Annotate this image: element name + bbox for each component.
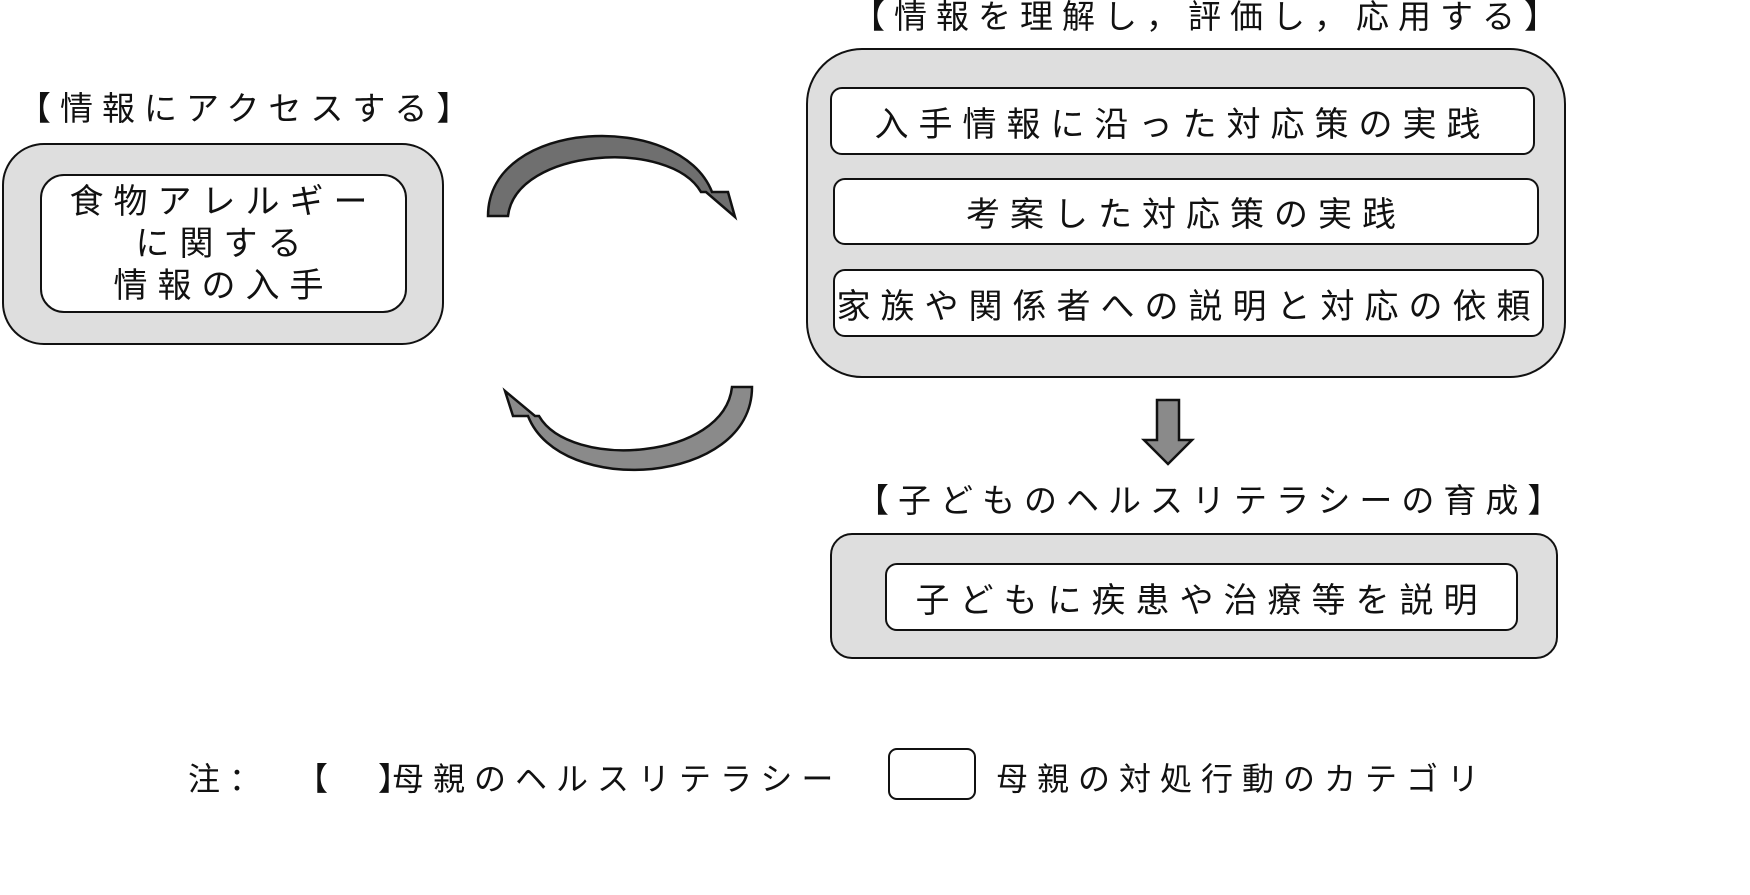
understand-action-box-1: 入手情報に沿った対応策の実践 <box>830 87 1535 155</box>
curved-arrow-to-access <box>502 385 754 472</box>
legend-box-meaning: 母親の対処行動のカテゴリ <box>996 760 1489 798</box>
curved-arrow-to-understand <box>486 134 738 221</box>
access-action-line-1: 食物アレルギー <box>69 181 378 222</box>
access-action-line-2: に関する <box>135 223 312 264</box>
legend-box-sample <box>888 748 976 800</box>
access-action-box: 食物アレルギー に関する 情報の入手 <box>40 174 407 313</box>
legend-bracket-meaning: 母親のヘルスリテラシー <box>392 760 843 798</box>
down-arrow <box>1140 398 1196 466</box>
child-action-box: 子どもに疾患や治療等を説明 <box>885 563 1518 631</box>
legend-note: 注： <box>188 760 271 798</box>
access-category-label: 【情報にアクセスする】 <box>18 89 479 128</box>
legend-bracket-symbol: 【 】 <box>296 760 420 798</box>
access-action-line-3: 情報の入手 <box>113 265 334 306</box>
understand-action-box-2: 考案した対応策の実践 <box>833 178 1539 245</box>
understand-category-label: 【情報を理解し，評価し，応用する】 <box>852 0 1566 36</box>
child-category-label: 【子どものヘルスリテラシーの育成】 <box>856 481 1570 520</box>
understand-action-box-3: 家族や関係者への説明と対応の依頼 <box>833 269 1544 337</box>
